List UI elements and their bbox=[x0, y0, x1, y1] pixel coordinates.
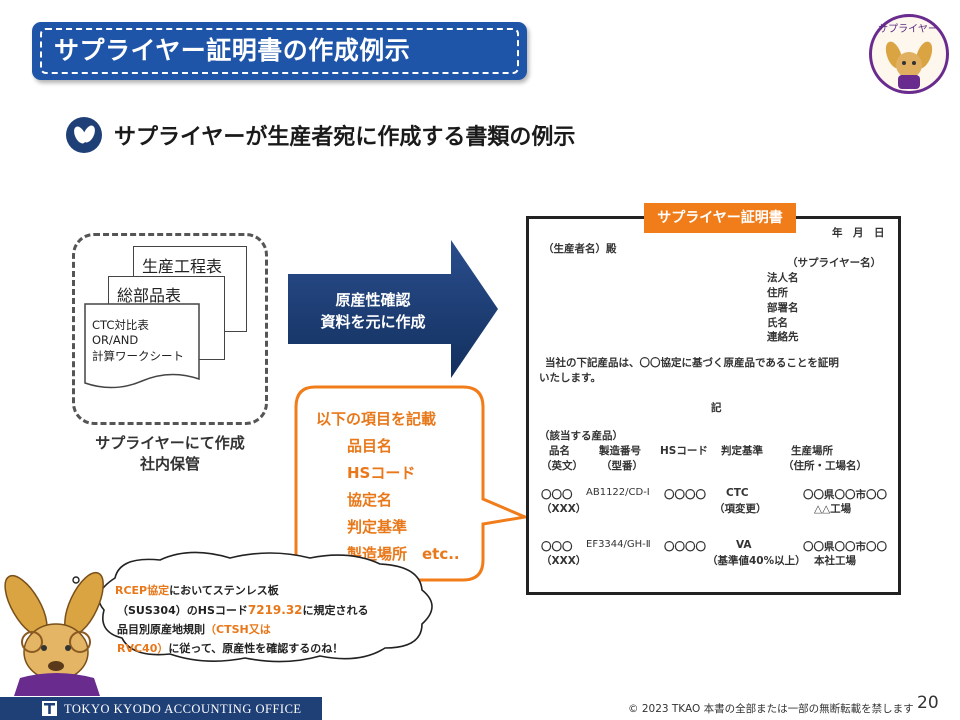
page-number: 20 bbox=[917, 693, 939, 713]
cert-row-name-sub: （XXX） bbox=[541, 503, 587, 515]
callout-item: 判定基準 bbox=[347, 518, 408, 536]
slide-title: サプライヤー証明書の作成例示 bbox=[54, 36, 411, 65]
cert-header-hs: HSコード bbox=[660, 445, 708, 457]
documents-caption: 社内保管 bbox=[139, 455, 200, 473]
section-subtitle: サプライヤーが生産者宛に作成する書類の例示 bbox=[114, 125, 576, 150]
cert-ki: 記 bbox=[711, 402, 722, 414]
cert-field: 部署名 bbox=[767, 302, 799, 314]
supplier-certificate: 年 月 日 （生産者名）殿 （サプライヤー名） 法人名 住所 部署名 氏名 連絡… bbox=[526, 216, 901, 595]
callout-heading: 以下の項目を記載 bbox=[316, 410, 437, 428]
cert-body: 当社の下記産品は、〇〇協定に基づく原産品であることを証明 bbox=[545, 357, 839, 369]
cert-row-name: 〇〇〇 bbox=[541, 489, 573, 501]
arrow-label: 原産性確認 bbox=[335, 291, 411, 309]
cert-field: 氏名 bbox=[767, 317, 788, 329]
supplier-documents-group bbox=[72, 233, 268, 425]
cert-header-place-sub: （住所・工場名） bbox=[783, 460, 867, 472]
cert-header-number: 製造番号 bbox=[599, 445, 641, 457]
cert-header-place: 生産場所 bbox=[791, 445, 833, 457]
speech-line: （SUS304）のHSコード7219.32に規定される bbox=[117, 603, 369, 617]
cert-row-hs: 〇〇〇〇 bbox=[664, 489, 706, 501]
document-ctc-worksheet: CTC対比表 OR/AND 計算ワークシート bbox=[84, 303, 200, 389]
documents-caption: サプライヤーにて作成 bbox=[95, 434, 245, 452]
document-line: CTC対比表 bbox=[92, 318, 149, 332]
cert-header-criteria: 判定基準 bbox=[721, 445, 763, 457]
cert-row-name: 〇〇〇 bbox=[541, 541, 573, 553]
title-banner bbox=[32, 22, 527, 80]
cert-row-name-sub: （XXX） bbox=[541, 555, 587, 567]
cert-row-hs: 〇〇〇〇 bbox=[664, 541, 706, 553]
leaf-bullet-icon bbox=[66, 117, 102, 153]
kangaroo-mascot-icon bbox=[885, 41, 933, 89]
cert-row-number: EF3344/GH-Ⅱ bbox=[586, 539, 651, 550]
cert-body: いたします。 bbox=[539, 372, 601, 384]
document-line: 計算ワークシート bbox=[92, 349, 184, 363]
cert-row-criteria: CTC bbox=[726, 487, 749, 499]
callout-item: HSコード bbox=[347, 464, 416, 482]
speech-line: RCEP協定においてステンレス板 bbox=[115, 584, 279, 597]
cert-field: 法人名 bbox=[767, 272, 799, 284]
kangaroo-mascot-icon bbox=[4, 571, 104, 696]
cert-row-number: AB1122/CD-Ⅰ bbox=[586, 487, 650, 498]
callout-bubble bbox=[294, 385, 528, 582]
document-line: OR/AND bbox=[92, 333, 139, 347]
cert-header-number-sub: （型番） bbox=[601, 460, 643, 472]
cert-row-place-sub: △△工場 bbox=[814, 503, 852, 515]
flow-arrow bbox=[288, 240, 498, 378]
certificate-tab-label: サプライヤー証明書 bbox=[644, 203, 796, 233]
cert-date: 年 月 日 bbox=[832, 227, 885, 239]
cert-row-criteria-sub: （項変更） bbox=[714, 503, 767, 515]
speech-line: RVC40）に従って、原産性を確認するのね！ bbox=[117, 642, 344, 655]
cert-header-name-sub: （英文） bbox=[541, 460, 583, 472]
cert-row-place: 〇〇県〇〇市〇〇 bbox=[803, 489, 887, 501]
cert-header-name: 品名 bbox=[549, 445, 570, 457]
cert-row-criteria: VA bbox=[736, 539, 752, 551]
mascot-label: サプライヤー bbox=[878, 24, 938, 35]
cert-row-place-sub: 本社工場 bbox=[814, 555, 856, 567]
cert-row-place: 〇〇県〇〇市〇〇 bbox=[803, 541, 887, 553]
speech-line: 品目別原産地規則（CTSH又は bbox=[117, 623, 271, 636]
footer-bar bbox=[0, 697, 322, 720]
document-sheet-shape bbox=[84, 303, 200, 389]
callout-item: 品目名 bbox=[347, 437, 393, 455]
arrow-label: 資料を元に作成 bbox=[320, 313, 426, 331]
tkao-logo-icon bbox=[42, 701, 57, 716]
document-label: 総部品表 bbox=[117, 286, 182, 305]
cert-row-criteria-sub: （基準値40%以上） bbox=[707, 555, 806, 567]
cert-addressee: （生産者名）殿 bbox=[543, 243, 617, 255]
speech-cloud bbox=[72, 551, 433, 663]
cert-field: 住所 bbox=[767, 287, 788, 299]
callout-item: 協定名 bbox=[347, 491, 393, 509]
cert-supplier-name: （サプライヤー名） bbox=[787, 257, 882, 269]
document-label: 生産工程表 bbox=[142, 257, 223, 276]
copyright-notice: © 2023 TKAO 本書の全部または一部の無断転載を禁します bbox=[628, 703, 914, 715]
mascot-badge bbox=[869, 14, 949, 94]
footer-organization: TOKYO KYODO ACCOUNTING OFFICE bbox=[64, 702, 302, 716]
cert-field: 連絡先 bbox=[767, 331, 799, 343]
cert-section: （該当する産品） bbox=[539, 430, 623, 442]
